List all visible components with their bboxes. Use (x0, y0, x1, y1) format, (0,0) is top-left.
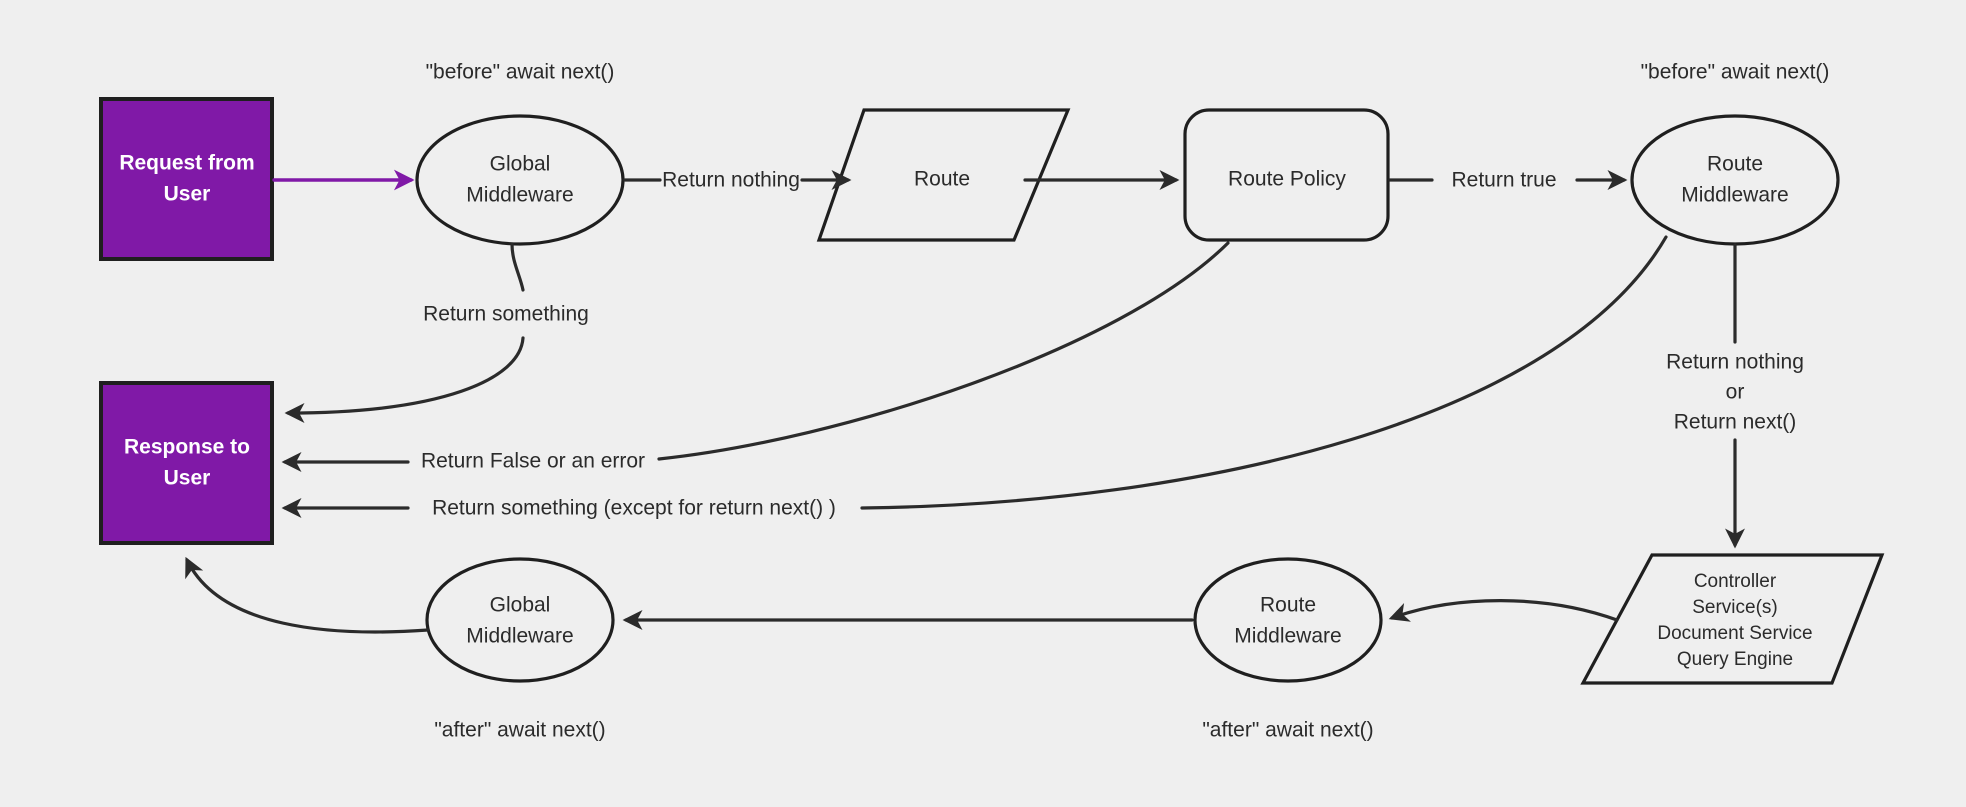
edge-label-return-something: Return something (423, 303, 589, 326)
node-route-middleware-after[interactable]: Route Middleware (1193, 557, 1383, 683)
annotation-after-await-next-global: "after" await next() (434, 719, 605, 742)
annotation-before-await-next-route: "before" await next() (1641, 61, 1830, 84)
route-middleware-before-label-line1: Route (1707, 153, 1763, 176)
handler-parallelogram[interactable] (1580, 553, 1885, 685)
route-parallelogram[interactable] (816, 108, 1071, 242)
global-middleware-before-label-line2: Middleware (466, 184, 573, 207)
global-middleware-after-label-line1: Global (490, 594, 551, 617)
node-handler[interactable]: Controller Service(s) Document Service Q… (1580, 553, 1885, 685)
handler-label-line3: Document Service (1657, 623, 1812, 644)
edge-label-return-true: Return true (1451, 169, 1556, 192)
route-label: Route (914, 168, 970, 191)
route-policy-box[interactable] (1183, 108, 1390, 242)
edge-policy-return-false-curve (657, 241, 1230, 461)
route-middleware-before-label-line2: Middleware (1681, 184, 1788, 207)
node-route[interactable]: Route (816, 108, 1071, 242)
response-to-user-box[interactable] (99, 381, 274, 545)
node-request-from-user[interactable]: Request from User (99, 97, 274, 261)
global-middleware-after-label-line2: Middleware (466, 625, 573, 648)
route-middleware-before-ellipse[interactable] (1630, 114, 1840, 246)
request-from-user-label-line1: Request from (119, 152, 254, 175)
edge-label-return-false-or-error: Return False or an error (421, 450, 645, 473)
node-global-middleware-after[interactable]: Global Middleware (425, 557, 615, 683)
edge-label-return-nothing-or-next-line1: Return nothing (1666, 351, 1804, 374)
edge-global-return-something-lower (284, 336, 525, 423)
global-middleware-after-ellipse[interactable] (425, 557, 615, 683)
edge-route-mw-return-something-curve (860, 235, 1668, 510)
edge-label-return-nothing-or-next-line2: or (1726, 381, 1745, 404)
edge-label-return-something-except-next: Return something (except for return next… (432, 497, 836, 520)
edge-global-return-something-upper (510, 242, 525, 292)
route-middleware-after-label-line2: Middleware (1234, 625, 1341, 648)
edge-label-return-nothing: Return nothing (662, 169, 800, 192)
handler-label-line4: Query Engine (1677, 649, 1793, 670)
response-to-user-label-line2: User (164, 467, 211, 490)
request-from-user-label-line2: User (164, 183, 211, 206)
handler-label-line2: Service(s) (1692, 597, 1778, 618)
handler-label-line1: Controller (1694, 571, 1777, 592)
global-middleware-before-ellipse[interactable] (415, 114, 625, 246)
global-middleware-before-label-line1: Global (490, 153, 551, 176)
edge-handler-to-route-middleware-after (1388, 599, 1619, 622)
edge-label-return-nothing-or-next-line3: Return next() (1674, 411, 1797, 434)
node-global-middleware-before[interactable]: Global Middleware (415, 114, 625, 246)
request-from-user-box[interactable] (99, 97, 274, 261)
route-middleware-after-ellipse[interactable] (1193, 557, 1383, 683)
node-route-policy[interactable]: Route Policy (1183, 108, 1390, 242)
route-policy-label: Route Policy (1228, 168, 1346, 191)
annotation-after-await-next-route: "after" await next() (1202, 719, 1373, 742)
edge-global-mw-after-to-response (185, 556, 430, 634)
node-response-to-user[interactable]: Response to User (99, 381, 274, 545)
response-to-user-label-line1: Response to (124, 436, 250, 459)
route-middleware-after-label-line1: Route (1260, 594, 1316, 617)
annotation-before-await-next-global: "before" await next() (426, 61, 615, 84)
node-route-middleware-before[interactable]: Route Middleware (1630, 114, 1840, 246)
